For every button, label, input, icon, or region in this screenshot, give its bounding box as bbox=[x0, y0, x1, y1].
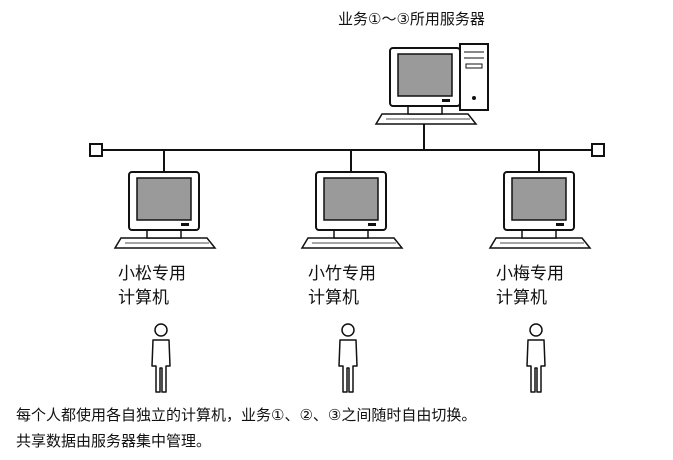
workstation-3-label-line1: 小梅专用 bbox=[496, 264, 564, 284]
left-terminator bbox=[89, 143, 103, 157]
workstation-2-label-line2: 计算机 bbox=[308, 288, 359, 308]
workstation-3-label: 小梅专用 计算机 bbox=[496, 262, 564, 310]
server-computer-icon bbox=[375, 43, 489, 125]
workstation-3-computer-icon bbox=[489, 171, 591, 249]
caption-line-2: 共享数据由服务器集中管理。 bbox=[16, 432, 212, 450]
server-tower-icon bbox=[459, 43, 489, 111]
workstation-1-label-line2: 计算机 bbox=[118, 288, 169, 308]
person-1-icon bbox=[151, 323, 171, 393]
workstation-1-label-line1: 小松专用 bbox=[118, 264, 186, 284]
workstation-2-label: 小竹专用 计算机 bbox=[308, 262, 376, 310]
person-3-icon bbox=[526, 323, 546, 393]
server-label: 业务①～③所用服务器 bbox=[338, 10, 485, 28]
workstation-3-label-line2: 计算机 bbox=[496, 288, 547, 308]
caption-line-1: 每个人都使用各自独立的计算机，业务①、②、③之间随时自由切换。 bbox=[16, 406, 477, 424]
right-terminator bbox=[591, 143, 605, 157]
workstation-2-computer-icon bbox=[301, 171, 403, 249]
workstation-1-computer-icon bbox=[114, 171, 216, 249]
workstation-2-label-line1: 小竹专用 bbox=[308, 264, 376, 284]
person-2-icon bbox=[338, 323, 358, 393]
workstation-1-label: 小松专用 计算机 bbox=[118, 262, 186, 310]
